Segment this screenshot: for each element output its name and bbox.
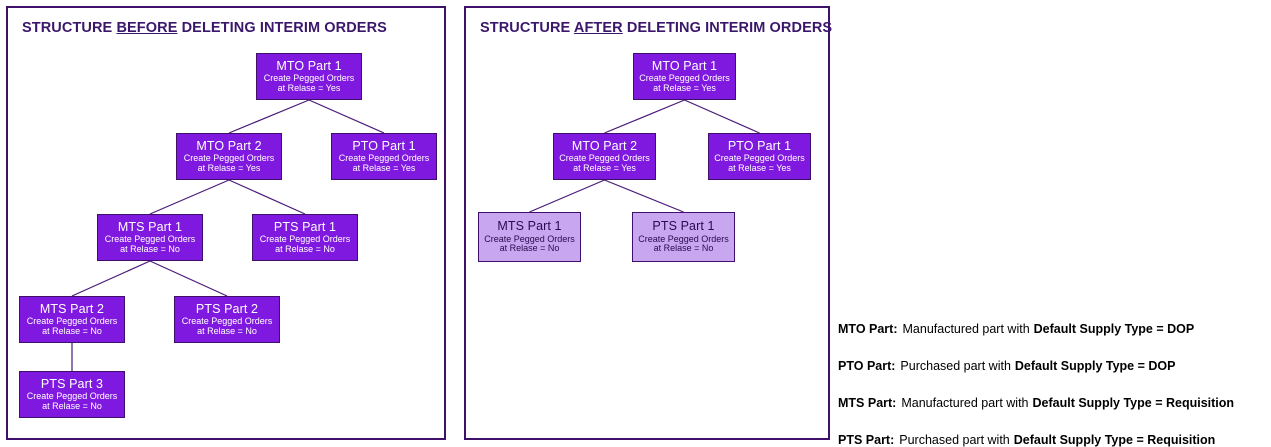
node-detail-line-1: Create Pegged Orders [639, 73, 730, 84]
node-title: PTS Part 3 [40, 376, 104, 391]
legend-term: PTS Part: [838, 432, 895, 447]
node-detail-line-1: Create Pegged Orders [638, 233, 729, 244]
node-detail-line-1: Create Pegged Orders [181, 316, 273, 327]
node-detail-line-2: at Relase = No [275, 243, 335, 254]
node-detail-line-1: Create Pegged Orders [104, 234, 196, 245]
node-title: PTS Part 1 [273, 219, 337, 234]
node-detail-line-1: Create Pegged Orders [26, 391, 118, 402]
node-title: MTO Part 1 [276, 58, 342, 73]
panel-structure-before: STRUCTURE BEFORE DELETING INTERIM ORDERS [6, 6, 446, 440]
node-detail-line-1: Create Pegged Orders [26, 316, 118, 327]
node-detail-line-1: Create Pegged Orders [259, 234, 351, 245]
panel-before-title-pre: STRUCTURE [22, 20, 117, 36]
legend-supply-type: Default Supply Type = Requisition [1032, 395, 1235, 410]
node-title: MTS Part 1 [497, 219, 562, 234]
node-title: MTO Part 2 [571, 138, 638, 153]
panel-before-title-emphasis: BEFORE [116, 20, 178, 36]
legend-supply-type: Default Supply Type = Requisition [1013, 432, 1216, 447]
node-detail-line-1: Create Pegged Orders [183, 153, 275, 164]
legend-supply-type: Default Supply Type = DOP [1033, 321, 1195, 336]
node-title: PTS Part 1 [652, 219, 715, 234]
legend-term: PTO Part: [838, 358, 896, 373]
legend-supply-type: Default Supply Type = DOP [1014, 358, 1176, 373]
node-title: MTO Part 2 [196, 138, 262, 153]
panel-after-title-emphasis: AFTER [573, 20, 623, 36]
legend-description: Manufactured part with [901, 395, 1029, 410]
node-detail-line-2: at Relase = No [197, 325, 257, 336]
node-detail-line-2: at Relase = No [42, 400, 102, 411]
node-detail-line-2: at Relase = Yes [277, 82, 341, 93]
legend-term: MTO Part: [838, 321, 898, 336]
legend-description: Purchased part with [899, 432, 1010, 447]
node-title: PTO Part 1 [727, 138, 792, 153]
node-detail-line-2: at Relase = Yes [728, 162, 791, 173]
node-detail-line-2: at Relase = Yes [653, 82, 716, 93]
panel-after-title-pre: STRUCTURE [480, 20, 574, 36]
node-detail-line-1: Create Pegged Orders [338, 153, 430, 164]
node-title: MTS Part 2 [39, 301, 105, 316]
node-detail-line-2: at Relase = Yes [197, 162, 261, 173]
node-detail-line-1: Create Pegged Orders [263, 73, 355, 84]
panel-before-title: STRUCTURE BEFORE DELETING INTERIM ORDERS [22, 20, 387, 36]
node-title: PTS Part 2 [195, 301, 259, 316]
legend-description: Manufactured part with [902, 321, 1030, 336]
node-detail-line-2: at Relase = No [42, 325, 102, 336]
panel-before-title-post: DELETING INTERIM ORDERS [177, 20, 387, 36]
node-detail-line-2: at Relase = No [120, 243, 180, 254]
panel-after-title-post: DELETING INTERIM ORDERS [622, 20, 833, 36]
node-detail-line-2: at Relase = Yes [573, 162, 636, 173]
legend-term: MTS Part: [838, 395, 897, 410]
node-detail-line-2: at Relase = Yes [352, 162, 416, 173]
node-title: MTS Part 1 [117, 219, 183, 234]
node-title: MTO Part 1 [651, 58, 718, 73]
legend-description: Purchased part with [900, 358, 1011, 373]
node-detail-line-1: Create Pegged Orders [714, 153, 805, 164]
node-detail-line-2: at Relase = No [499, 243, 560, 254]
node-detail-line-1: Create Pegged Orders [484, 233, 575, 244]
node-title: PTO Part 1 [352, 138, 416, 153]
node-detail-line-2: at Relase = No [653, 243, 714, 254]
panel-after-title: STRUCTURE AFTER DELETING INTERIM ORDERS [480, 20, 832, 36]
node-detail-line-1: Create Pegged Orders [559, 153, 650, 164]
